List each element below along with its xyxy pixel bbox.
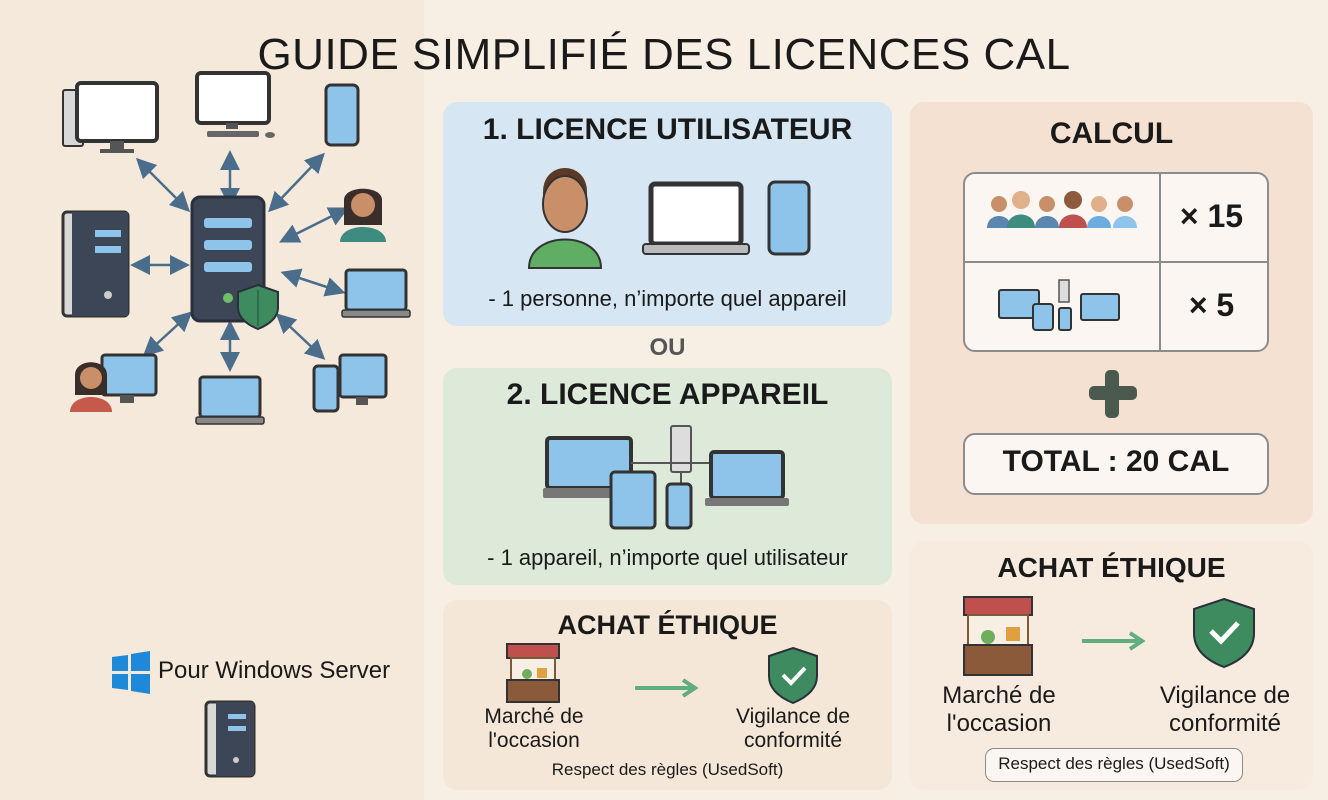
phone-and-monitor-icon [312, 353, 388, 413]
user-at-desktop-icon [70, 353, 158, 412]
label-line: conformité [743, 729, 843, 752]
compliance-label-large: Vigilance de conformité [1140, 682, 1310, 738]
shield-icon [237, 283, 279, 331]
smartphone-icon [324, 83, 360, 147]
tower-server-icon [61, 210, 130, 318]
shield-check-icon [1193, 597, 1255, 669]
label-line: Vigilance de [735, 705, 851, 728]
calculation-heading: CALCUL [1049, 117, 1174, 150]
ethical-purchase-illustration [506, 643, 818, 705]
rules-footer: Respect des règles (UsedSoft) [551, 760, 784, 779]
device-group-icon [543, 425, 789, 530]
arrow-head-icon [1128, 631, 1146, 651]
second-hand-market-label: Marché de l'occasion [466, 705, 602, 753]
label-line: l'occasion [946, 710, 1052, 737]
total-label: TOTAL : 20 CAL [1002, 445, 1230, 478]
device-group-icon [998, 279, 1120, 331]
label-line: Marché de [484, 705, 584, 728]
label-line: l'occasion [488, 729, 580, 752]
laptop-icon [341, 268, 411, 318]
shield-check-icon [768, 646, 818, 705]
label-line: Vigilance de [1159, 682, 1291, 709]
device-licence-caption: - 1 appareil, n’importe quel utilisateur [487, 545, 848, 570]
rules-footer-pill [985, 748, 1243, 782]
devices-multiplier: × 5 [1188, 287, 1235, 323]
user-group-icon [987, 191, 1137, 228]
plus-icon [1089, 370, 1137, 418]
label-line: conformité [1168, 710, 1282, 737]
server-tower-icon [204, 700, 256, 778]
person-icon [527, 168, 603, 269]
users-multiplier: × 15 [1179, 198, 1244, 234]
laptop-icon [642, 181, 750, 255]
arrow-head-icon [681, 678, 699, 698]
user-licence-caption: - 1 personne, n’importe quel appareil [488, 286, 847, 311]
market-stall-icon [963, 596, 1033, 676]
label-line: Marché de [942, 682, 1056, 709]
network-diagram [61, 71, 411, 778]
device-licence-heading: 2. LICENCE APPAREIL [506, 378, 829, 411]
monitor-icon [195, 71, 275, 138]
laptop-icon [195, 375, 265, 425]
smartphone-icon [767, 180, 811, 256]
or-label: OU [649, 334, 686, 361]
total-box [963, 433, 1269, 495]
page-title: GUIDE SIMPLIFIÉ DES LICENCES CAL [257, 30, 1071, 79]
device-licence-illustration [543, 425, 789, 530]
user-licence-heading: 1. LICENCE UTILISATEUR [482, 113, 853, 146]
windows-logo-icon [112, 651, 150, 694]
market-stall-icon [506, 643, 560, 703]
ethical-purchase-heading: ACHAT ÉTHIQUE [557, 610, 778, 640]
ethical-purchase-illustration-large [963, 596, 1255, 676]
woman-user-icon [340, 188, 386, 242]
rules-footer-large: Respect des règles (UsedSoft) [998, 754, 1230, 773]
desktop-computer-icon [62, 81, 159, 153]
ethical-purchase-heading-large: ACHAT ÉTHIQUE [997, 552, 1226, 583]
calculation-icons [987, 191, 1137, 331]
user-licence-illustration [527, 168, 811, 269]
connection-arrows [130, 150, 349, 372]
compliance-label: Vigilance de conformité [718, 705, 868, 753]
device-licence-card [443, 368, 892, 585]
windows-server-label: Pour Windows Server [158, 657, 391, 684]
second-hand-market-label-large: Marché de l'occasion [924, 682, 1074, 738]
